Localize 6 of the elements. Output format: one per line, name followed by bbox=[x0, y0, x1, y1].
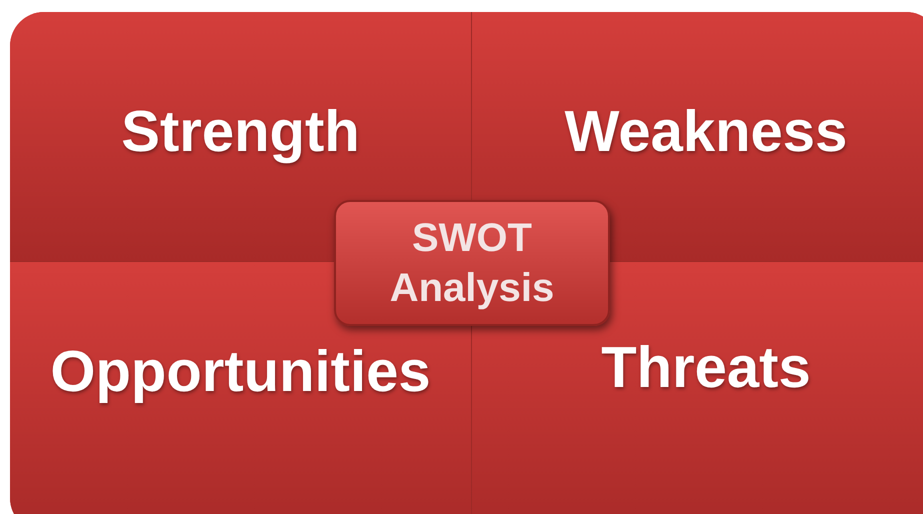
quadrant-title: Opportunities bbox=[50, 340, 431, 404]
quadrant-title: Weakness bbox=[564, 100, 848, 164]
center-box bbox=[334, 200, 610, 326]
quadrant-title: Threats bbox=[601, 336, 811, 400]
quadrant-title: Strength bbox=[121, 100, 360, 164]
center-title: SWOT Analysis bbox=[388, 215, 556, 312]
